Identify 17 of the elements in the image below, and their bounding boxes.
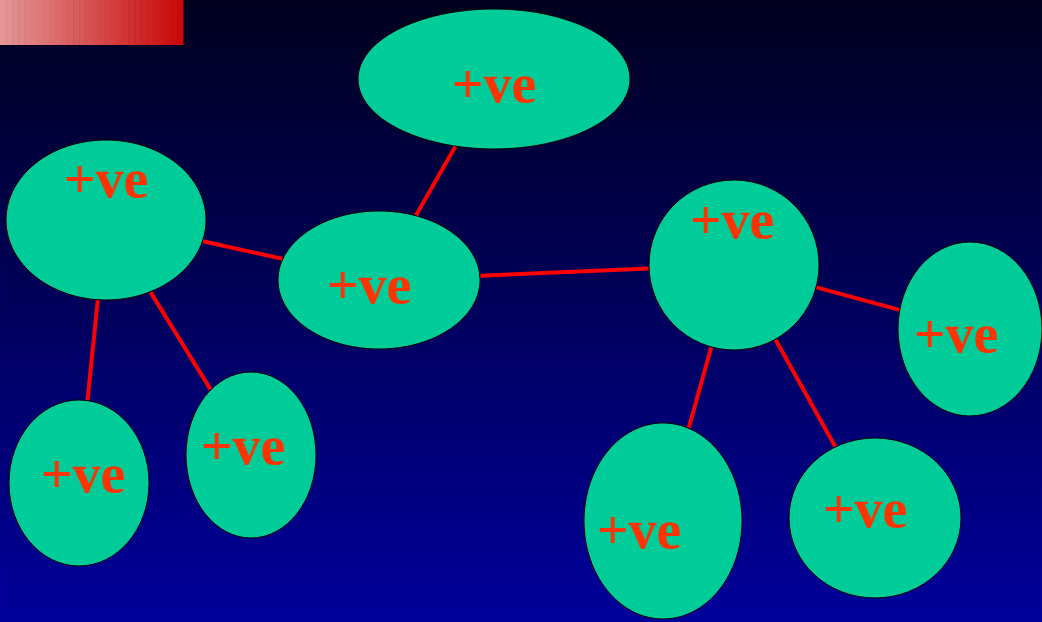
ellipse-node: +ve xyxy=(583,422,743,620)
ellipse-node: +ve xyxy=(185,371,317,539)
connector-line xyxy=(686,346,714,429)
ellipse-node: +ve xyxy=(648,179,820,351)
connector-line xyxy=(202,239,283,261)
ellipse-node: +ve xyxy=(5,139,207,301)
connector-line xyxy=(816,285,900,312)
connector-line xyxy=(480,266,649,278)
ellipse-node: +ve xyxy=(277,210,481,350)
ellipse-node: +ve xyxy=(8,399,150,567)
ellipse-node: +ve xyxy=(897,241,1042,417)
ellipse-node: +ve xyxy=(788,437,962,599)
connector-line xyxy=(773,338,837,448)
ellipse-node: +ve xyxy=(357,8,631,150)
connector-line xyxy=(414,145,458,217)
connector-line xyxy=(148,291,213,391)
connector-line xyxy=(85,300,100,401)
